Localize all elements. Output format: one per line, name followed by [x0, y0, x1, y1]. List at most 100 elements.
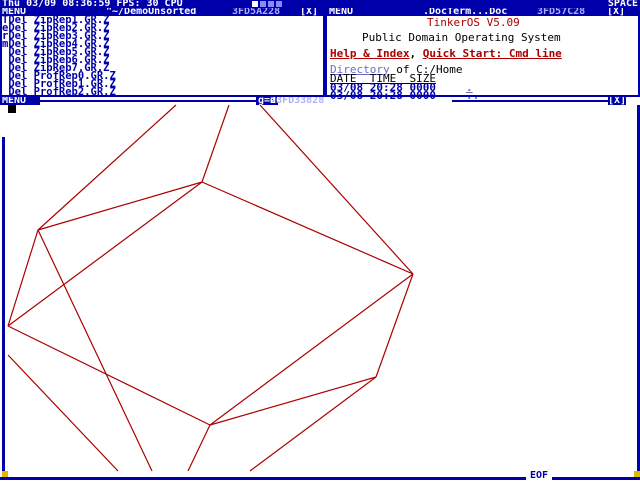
dir-entry-time: 20:28: [369, 81, 403, 94]
list-item[interactable]: TDel ZipRep1.GR.Z: [2, 14, 116, 26]
cube-edge: [37, 104, 177, 231]
dir-entry-name[interactable]: ..: [466, 89, 480, 102]
list-item[interactable]: Del ZipRep6.GR.Z: [2, 54, 116, 66]
file-list-window: MENU "~/DemoUnsorted 3FD5A228 [X] TDel Z…: [0, 8, 325, 97]
command-text: g=200;.: [258, 97, 301, 105]
os-tagline: Public Domain Operating System: [362, 31, 561, 44]
dir-entry-date: 03/08: [330, 81, 364, 94]
side-letter: e: [2, 22, 9, 34]
menu-button[interactable]: MENU: [2, 8, 27, 16]
list-item[interactable]: Del ZipRep7.GR.Z: [2, 62, 116, 74]
resize-corner-left[interactable]: [2, 471, 8, 477]
list-item[interactable]: rDel ZipRep3.GR.Z: [2, 30, 116, 42]
os-name-heading: TinkerOS V5.09: [427, 16, 520, 29]
file-name[interactable]: ProfRep2.GR.Z: [33, 86, 116, 98]
list-item[interactable]: mDel ZipRep4.GR.Z: [2, 38, 116, 50]
del-link[interactable]: Del: [8, 78, 28, 90]
cpu-meter-1: [252, 1, 258, 7]
del-link[interactable]: Del: [8, 54, 28, 66]
close-button[interactable]: [X]: [300, 8, 319, 16]
list-item[interactable]: Del ProfRep2.GR.Z: [2, 86, 116, 98]
cube-edge: [209, 273, 414, 426]
directory-path: of C:/Home: [389, 63, 463, 76]
cube-edge: [7, 325, 211, 426]
file-name[interactable]: ZipRep1.GR.Z: [33, 14, 110, 26]
file-name[interactable]: ZipRep5.GR.Z: [33, 46, 110, 58]
side-letter: r: [2, 30, 9, 42]
dir-entry-row[interactable]: 03/08 20:28 0000..: [330, 89, 479, 102]
window-address: 3FD57C28: [537, 8, 586, 16]
window-title: "~/DemoUnsorted: [106, 8, 197, 16]
titlebar-rule-left: [40, 100, 256, 102]
dir-entry-row[interactable]: 03/08 20:28 0000.: [330, 81, 473, 94]
cube-wireframe: [7, 104, 414, 472]
titlebar-rule-right: [452, 100, 608, 102]
list-item[interactable]: Del ProfRep0.GR.Z: [2, 70, 116, 82]
list-item[interactable]: eDel ZipRep2.GR.Z: [2, 22, 116, 34]
cube-edge: [37, 229, 153, 472]
cube-edge: [249, 376, 377, 472]
term-bottom-border: [0, 477, 640, 480]
dir-entry-name[interactable]: .: [466, 81, 473, 94]
del-link[interactable]: Del: [8, 70, 28, 82]
file-name[interactable]: ZipRep7.GR.Z: [33, 62, 110, 74]
eof-marker: EOF: [525, 471, 552, 481]
space-indicator[interactable]: SPACE: [607, 0, 638, 9]
window-address: 3FD5A228: [232, 8, 281, 16]
quick-start-link[interactable]: Quick Start: Cmd line: [422, 47, 562, 60]
file-name[interactable]: ZipRep3.GR.Z: [33, 30, 110, 42]
cpu-meter-4: [276, 1, 282, 7]
del-link[interactable]: Del: [8, 86, 28, 98]
del-link[interactable]: Del: [8, 38, 28, 50]
cube-edge: [375, 273, 414, 378]
cube-edge: [7, 229, 39, 327]
directory-line: Directory of C:/Home: [330, 63, 463, 76]
close-button[interactable]: [X]: [608, 97, 627, 105]
doc-window: MENU .DocTerm...Doc 3FD57C28 [X] TinkerO…: [325, 8, 640, 102]
dir-entry-time: 20:28: [369, 89, 403, 102]
term-titlebar: MENU g=200;. dc->f 3FD33828 [X]: [0, 97, 640, 105]
list-item[interactable]: Del ZipRep5.GR.Z: [2, 46, 116, 58]
help-index-link[interactable]: Help & Index: [330, 47, 410, 60]
dir-entry-size: 0000: [409, 81, 437, 94]
file-name[interactable]: ProfRep1.GR.Z: [33, 78, 116, 90]
side-letter: T: [2, 14, 9, 26]
cube-edge: [7, 354, 119, 472]
del-link[interactable]: Del: [8, 62, 28, 74]
del-link[interactable]: Del: [8, 30, 28, 42]
clock-fps-cpu-readout: Thu 03/09 08:36:59 FPS: 30 CPU: [2, 0, 183, 9]
text-cursor: [8, 105, 16, 113]
cube-edge: [7, 181, 203, 327]
directory-columns: DATE TIME SIZE: [330, 72, 436, 85]
del-link[interactable]: Del: [8, 22, 28, 34]
list-item[interactable]: Del ProfRep1.GR.Z: [2, 78, 116, 90]
cube-edge: [259, 104, 414, 275]
file-name[interactable]: ZipRep2.GR.Z: [33, 22, 110, 34]
dir-entry-date: 03/08: [330, 89, 364, 102]
del-link[interactable]: Del: [8, 14, 28, 26]
file-name[interactable]: ProfRep0.GR.Z: [33, 70, 116, 82]
term-left-border[interactable]: [2, 137, 5, 472]
doc-titlebar: MENU .DocTerm...Doc 3FD57C28 [X]: [325, 8, 640, 16]
link-separator: ,: [409, 47, 417, 60]
cube-edge: [187, 424, 211, 472]
menu-button[interactable]: MENU: [329, 8, 354, 16]
command-line-text[interactable]: g=200;. dc->f 3FD33828: [256, 97, 324, 105]
term-right-border[interactable]: [637, 105, 640, 475]
close-button[interactable]: [X]: [607, 8, 626, 16]
directory-link[interactable]: Directory: [330, 63, 390, 76]
file-list-titlebar: MENU "~/DemoUnsorted 3FD5A228 [X]: [0, 8, 325, 16]
menu-button[interactable]: MENU: [0, 97, 40, 105]
cube-edge: [37, 181, 203, 231]
cube-edge: [201, 104, 230, 183]
file-list: TDel ZipRep1.GR.Z eDel ZipRep2.GR.Z rDel…: [2, 14, 116, 98]
file-name[interactable]: ZipRep4.GR.Z: [33, 38, 110, 50]
term-window: MENU g=200;. dc->f 3FD33828 [X] EOF: [0, 97, 640, 481]
top-status-bar: Thu 03/09 08:36:59 FPS: 30 CPU SPACE: [0, 0, 640, 9]
resize-corner-right[interactable]: [634, 471, 640, 477]
cpu-meter-3: [268, 1, 274, 7]
command-text-2: dc->f: [270, 97, 301, 105]
del-link[interactable]: Del: [8, 46, 28, 58]
side-letter: m: [2, 38, 9, 50]
file-name[interactable]: ZipRep6.GR.Z: [33, 54, 110, 66]
